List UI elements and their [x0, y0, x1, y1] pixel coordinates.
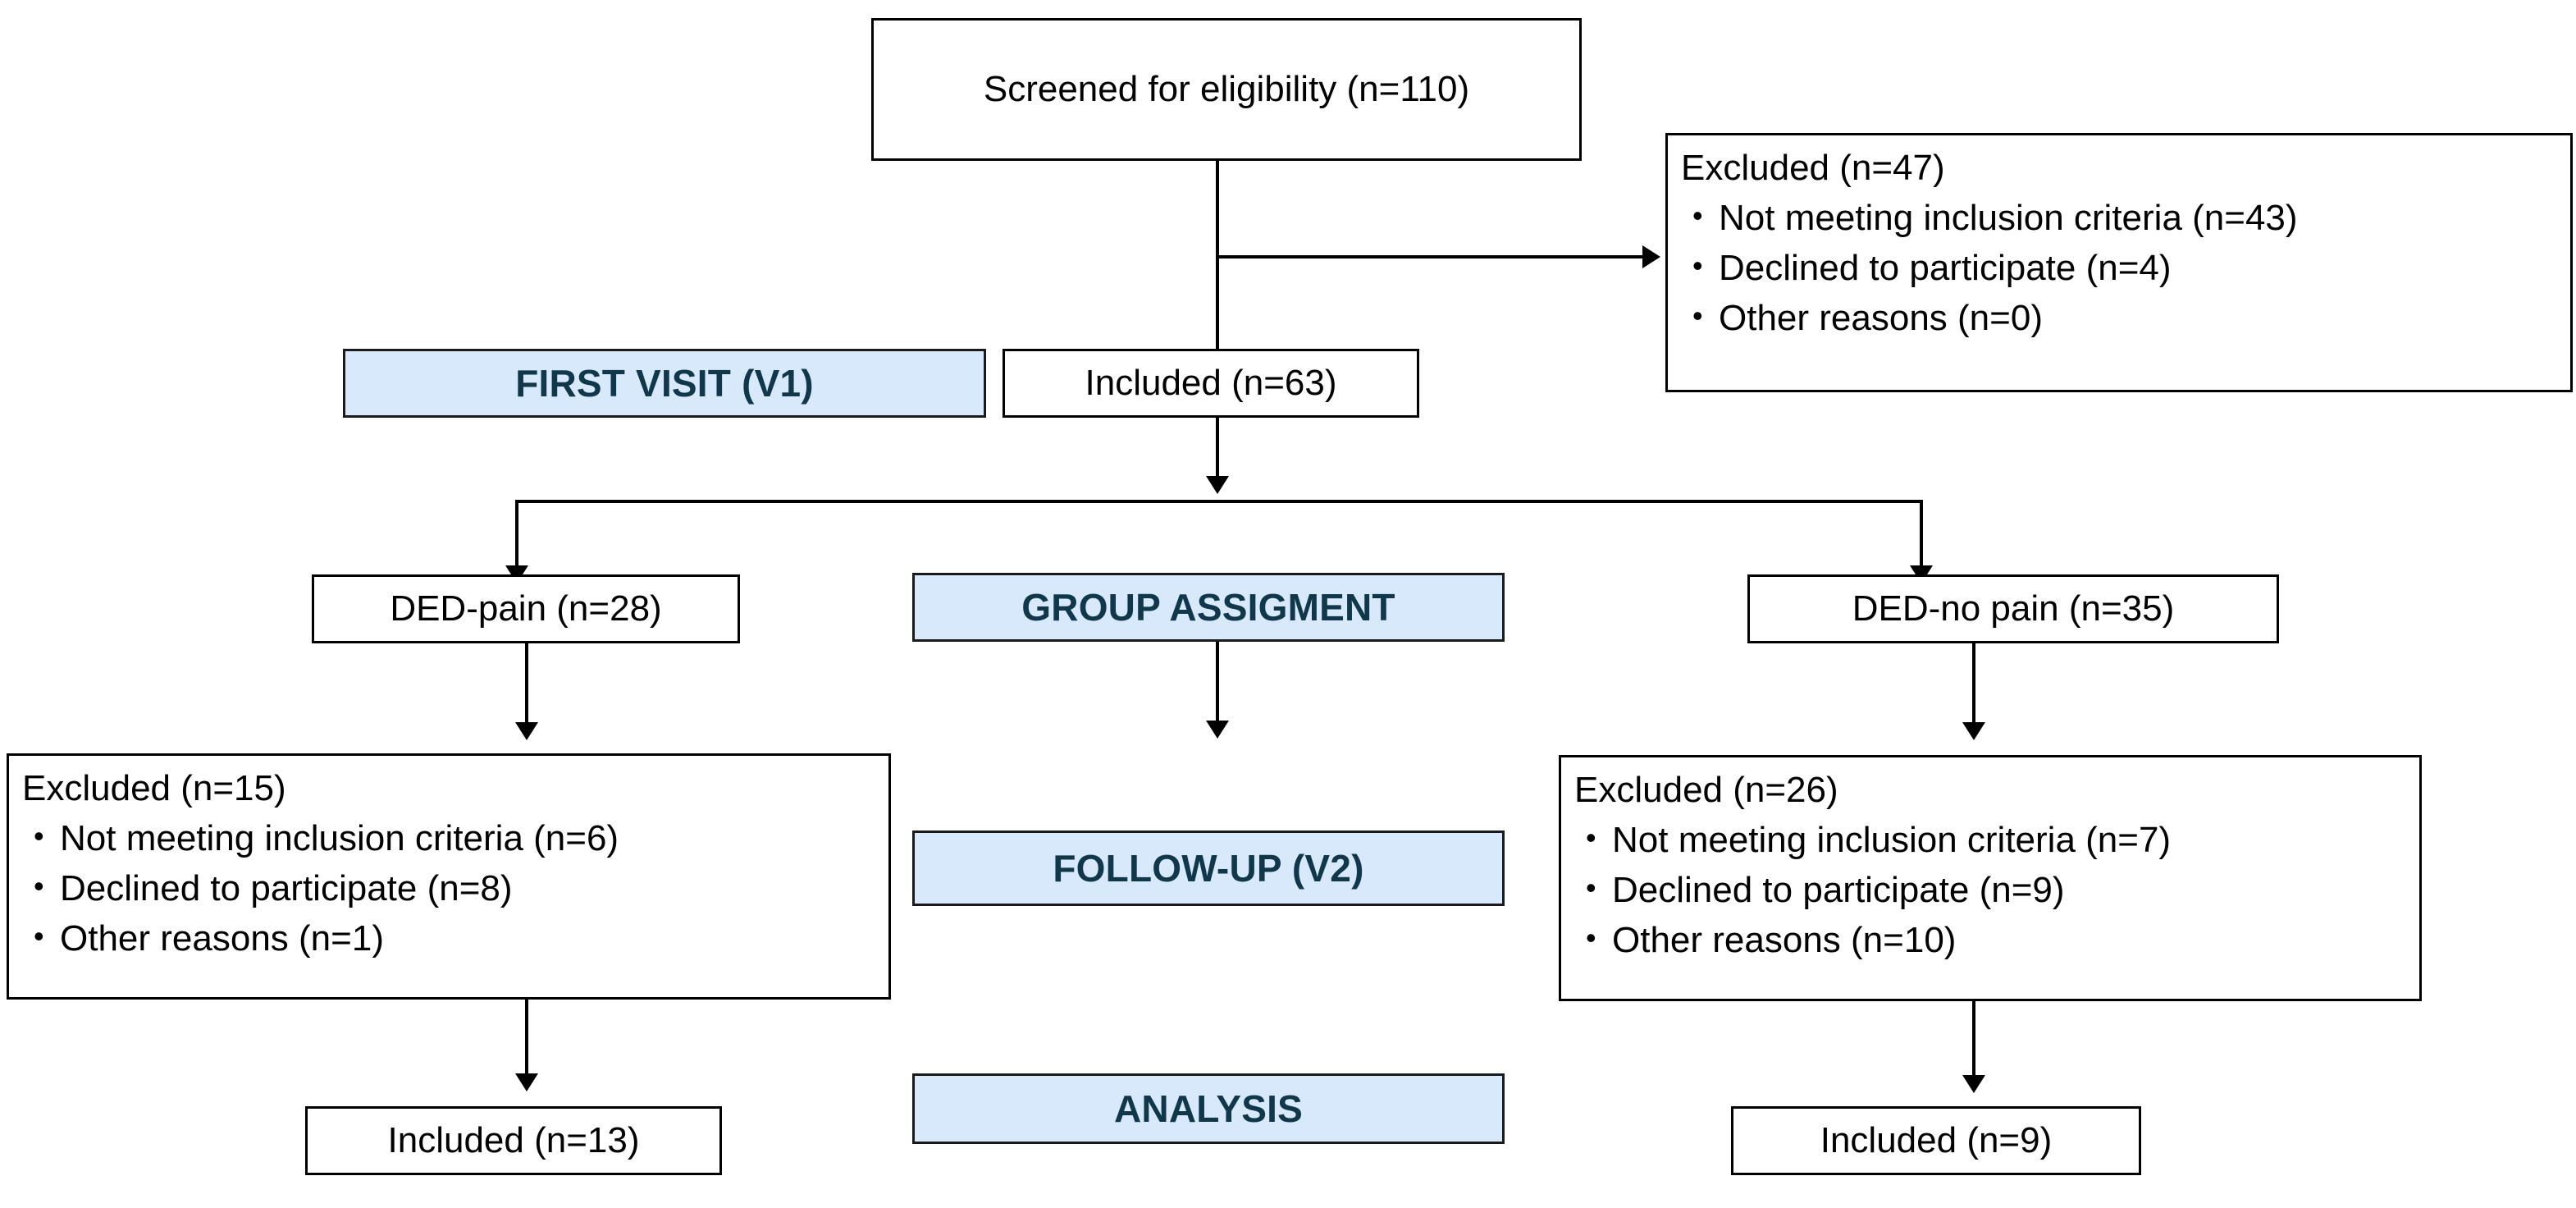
node-included-ded-no-pain-label: Included (n=9): [1820, 1120, 2053, 1161]
bullet-icon: •: [1692, 198, 1703, 232]
stage-first-visit: FIRST VISIT (V1): [343, 349, 986, 418]
list-item: • Declined to participate (n=8): [22, 865, 875, 912]
bullet-icon: •: [34, 919, 44, 954]
node-included-ded-no-pain: Included (n=9): [1731, 1106, 2141, 1175]
node-included-enrolled: Included (n=63): [1003, 349, 1419, 418]
node-excluded-ded-pain-items: • Not meeting inclusion criteria (n=6) •…: [22, 815, 875, 963]
list-item-label: Not meeting inclusion criteria (n=6): [60, 817, 619, 858]
bullet-icon: •: [34, 869, 44, 904]
list-item: • Not meeting inclusion criteria (n=6): [22, 815, 875, 862]
connector-split-bar: [515, 500, 1920, 503]
list-item-label: Other reasons (n=0): [1719, 298, 2043, 339]
stage-analysis-label: ANALYSIS: [1114, 1087, 1303, 1130]
connector-ded-pain-to-excluded-arrowhead: [515, 722, 538, 740]
connector-split-right-stem: [1920, 500, 1923, 569]
node-ded-no-pain: DED-no pain (n=35): [1747, 574, 2279, 643]
connector-included-to-split-stem: [1216, 418, 1219, 479]
connector-split-left-stem: [515, 500, 518, 569]
node-ded-no-pain-label: DED-no pain (n=35): [1852, 588, 2175, 629]
stage-group-assignment: GROUP ASSIGMENT: [912, 573, 1505, 642]
node-included-ded-pain: Included (n=13): [305, 1106, 722, 1175]
node-excluded-ded-no-pain-title: Excluded (n=26): [1574, 770, 1838, 810]
connector-ded-no-pain-to-excluded-stem: [1972, 643, 1975, 725]
node-ded-pain-label: DED-pain (n=28): [390, 588, 662, 629]
list-item-label: Declined to participate (n=4): [1719, 248, 2172, 289]
list-item: • Declined to participate (n=9): [1574, 867, 2406, 913]
node-excluded-ded-pain: Excluded (n=15) • Not meeting inclusion …: [7, 753, 891, 1000]
stage-follow-up-label: FOLLOW-UP (V2): [1053, 846, 1364, 890]
connector-screened-to-excluded-arrowhead: [1642, 245, 1660, 268]
list-item-label: Not meeting inclusion criteria (n=43): [1719, 197, 2298, 238]
bullet-icon: •: [1586, 820, 1596, 854]
bullet-icon: •: [1692, 249, 1703, 283]
node-excluded-screening-items: • Not meeting inclusion criteria (n=43) …: [1681, 194, 2557, 342]
list-item-label: Other reasons (n=10): [1612, 920, 1957, 961]
list-item-label: Declined to participate (n=9): [1612, 870, 2065, 911]
list-item-label: Other reasons (n=1): [60, 918, 384, 959]
node-screened-label: Screened for eligibility (n=110): [983, 69, 1470, 110]
node-excluded-screening: Excluded (n=47) • Not meeting inclusion …: [1665, 133, 2573, 392]
bullet-icon: •: [1692, 299, 1703, 333]
list-item: • Other reasons (n=0): [1681, 295, 2557, 341]
stage-group-assignment-label: GROUP ASSIGMENT: [1021, 585, 1395, 629]
connector-excluded-left-to-included-arrowhead: [515, 1073, 538, 1091]
stage-first-visit-label: FIRST VISIT (V1): [515, 361, 814, 405]
list-item: • Other reasons (n=10): [1574, 917, 2406, 963]
connector-excluded-left-to-included-stem: [525, 1000, 528, 1078]
node-excluded-screening-title: Excluded (n=47): [1681, 148, 1945, 188]
connector-screened-to-excluded-line: [1216, 255, 1646, 259]
stage-follow-up: FOLLOW-UP (V2): [912, 830, 1505, 906]
connector-group-to-followup-arrowhead: [1206, 721, 1229, 739]
node-excluded-ded-pain-title: Excluded (n=15): [22, 768, 286, 808]
connector-ded-no-pain-to-excluded-arrowhead: [1962, 722, 1985, 740]
connector-group-to-followup-stem: [1216, 642, 1219, 724]
list-item: • Not meeting inclusion criteria (n=7): [1574, 817, 2406, 863]
connector-excluded-right-to-included-stem: [1972, 1001, 1975, 1079]
node-included-enrolled-label: Included (n=63): [1085, 363, 1337, 404]
connector-ded-pain-to-excluded-stem: [525, 643, 528, 725]
bullet-icon: •: [1586, 871, 1596, 905]
connector-included-to-split-arrowhead: [1206, 476, 1229, 494]
stage-analysis: ANALYSIS: [912, 1073, 1505, 1144]
list-item-label: Not meeting inclusion criteria (n=7): [1612, 819, 2172, 860]
bullet-icon: •: [34, 818, 44, 853]
node-excluded-ded-no-pain: Excluded (n=26) • Not meeting inclusion …: [1559, 755, 2422, 1001]
list-item: • Declined to participate (n=4): [1681, 245, 2557, 291]
node-included-ded-pain-label: Included (n=13): [387, 1120, 640, 1161]
node-excluded-ded-no-pain-items: • Not meeting inclusion criteria (n=7) •…: [1574, 817, 2406, 964]
node-ded-pain: DED-pain (n=28): [312, 574, 740, 643]
list-item-label: Declined to participate (n=8): [60, 868, 513, 909]
connector-excluded-right-to-included-arrowhead: [1962, 1075, 1985, 1093]
list-item: • Not meeting inclusion criteria (n=43): [1681, 194, 2557, 241]
node-screened-for-eligibility: Screened for eligibility (n=110): [871, 18, 1582, 161]
bullet-icon: •: [1586, 921, 1596, 955]
list-item: • Other reasons (n=1): [22, 915, 875, 962]
